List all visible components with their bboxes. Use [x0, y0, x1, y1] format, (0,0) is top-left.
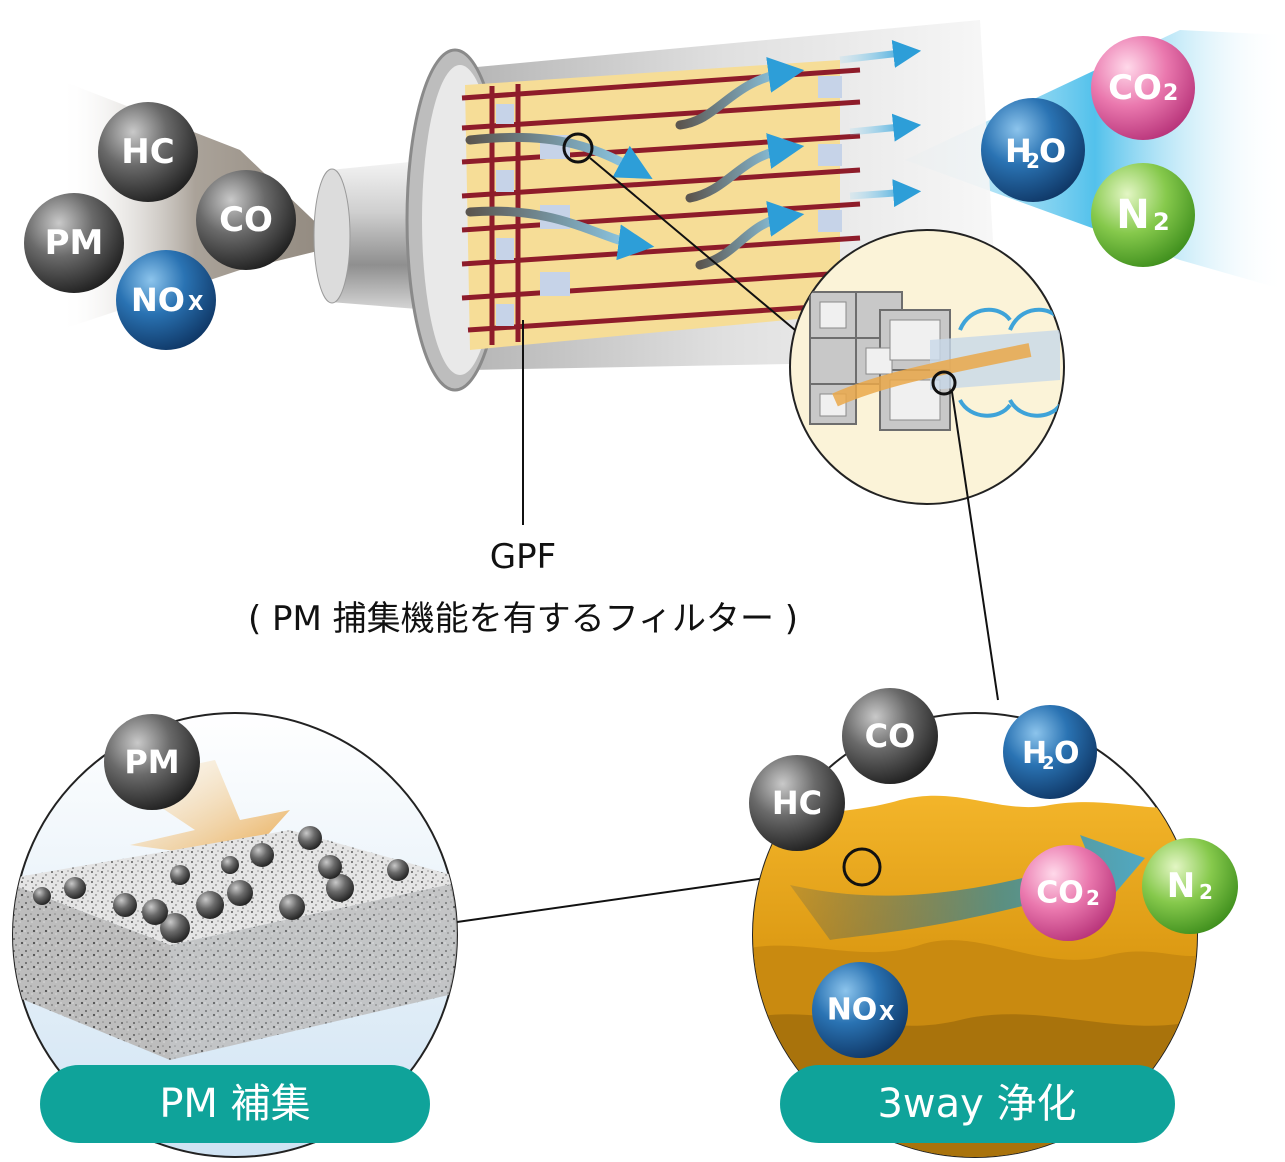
pm-molecule: PM	[24, 193, 124, 293]
svg-text:PM: PM	[124, 743, 179, 781]
svg-text:2: 2	[1086, 886, 1100, 910]
gpf-description: ( PM 捕集機能を有するフィルター )	[248, 599, 798, 639]
svg-text:2: 2	[1163, 81, 1178, 106]
outlet-flow-arrows	[839, 39, 922, 208]
svg-text:X: X	[188, 291, 204, 315]
threeway-co-molecule: CO	[842, 688, 938, 784]
gpf-title: GPF	[490, 537, 556, 577]
outlet-molecules: CO 2 H 2 O N 2	[981, 36, 1195, 267]
svg-text:NO: NO	[131, 281, 185, 319]
threeway-co2-molecule: CO 2	[1020, 845, 1116, 941]
captured-pm-particles	[33, 826, 409, 943]
nox-molecule: NO X	[116, 250, 216, 350]
zoom-inset	[789, 229, 1065, 505]
pm-panel-molecule: PM	[104, 714, 200, 810]
h2o-molecule: H 2 O	[981, 98, 1085, 202]
svg-text:2: 2	[1042, 753, 1055, 774]
svg-text:HC: HC	[121, 132, 174, 172]
svg-text:N: N	[1116, 192, 1149, 238]
pm-capture-label: PM 補集	[159, 1081, 310, 1127]
gpf-filter-body	[405, 20, 1000, 392]
hc-molecule: HC	[98, 102, 198, 202]
threeway-hc-molecule: HC	[749, 755, 845, 851]
co-molecule: CO	[196, 170, 296, 270]
svg-text:O: O	[1039, 132, 1066, 170]
threeway-label-pill: 3way 浄化	[780, 1065, 1175, 1143]
svg-text:H: H	[1022, 736, 1047, 771]
threeway-h2o-molecule: H 2 O	[1003, 705, 1097, 799]
threeway-nox-molecule: NO X	[812, 962, 908, 1058]
svg-text:CO: CO	[1036, 876, 1084, 911]
pm-capture-label-pill: PM 補集	[40, 1065, 430, 1143]
catalyst-flow-arrow	[790, 835, 1145, 940]
inlet-molecules: HC CO PM NO X	[24, 102, 296, 350]
zoom-focus-circle	[931, 370, 957, 396]
n2-molecule: N 2	[1091, 163, 1195, 267]
threeway-label: 3way 浄化	[877, 1081, 1076, 1127]
inlet-pipe	[313, 160, 430, 310]
threeway-n2-molecule: N 2	[1142, 838, 1238, 934]
svg-text:O: O	[1054, 736, 1080, 771]
svg-text:PM: PM	[45, 223, 104, 263]
filter-plugs	[496, 76, 842, 326]
svg-text:2: 2	[1153, 208, 1170, 236]
pm-capture-panel	[12, 712, 458, 1158]
svg-text:2: 2	[1199, 880, 1213, 904]
svg-text:CO: CO	[865, 717, 916, 755]
svg-text:2: 2	[1026, 149, 1040, 173]
svg-text:NO: NO	[827, 993, 878, 1028]
svg-text:CO: CO	[1108, 68, 1162, 108]
catalyst-focus-circle	[842, 847, 882, 887]
svg-text:X: X	[879, 1001, 895, 1025]
filter-focus-circle	[562, 132, 594, 164]
svg-text:H: H	[1005, 132, 1032, 170]
svg-text:N: N	[1167, 866, 1195, 906]
threeway-molecules: CO HC H 2 O CO 2 N 2 NO X	[749, 688, 1238, 1058]
co2-molecule: CO 2	[1091, 36, 1195, 140]
svg-text:CO: CO	[219, 200, 273, 240]
svg-text:HC: HC	[772, 784, 822, 822]
